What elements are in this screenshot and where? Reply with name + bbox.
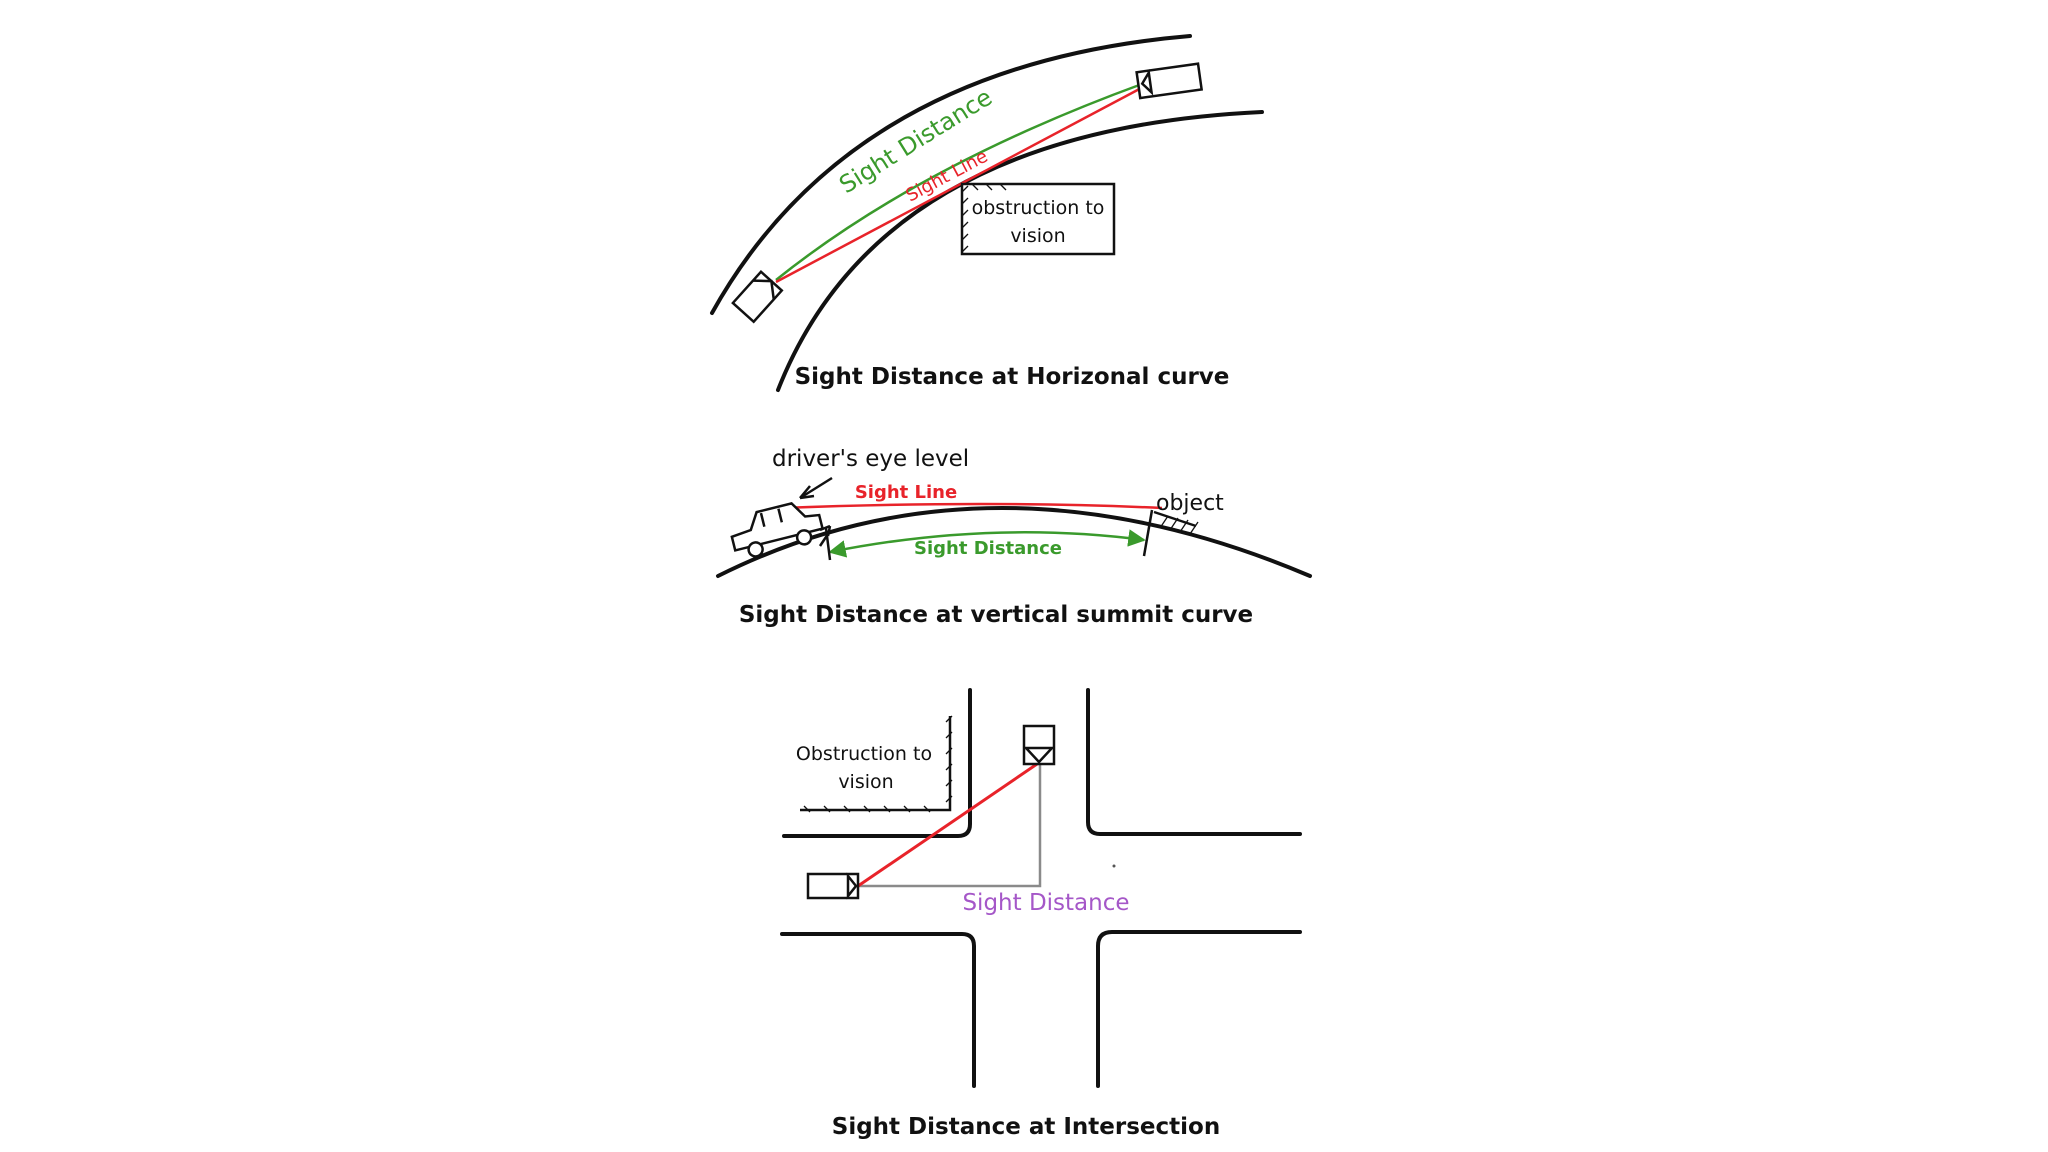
centre-dot	[1112, 864, 1116, 868]
car-bottom-left	[731, 270, 784, 324]
summit-sight-line	[781, 502, 1163, 510]
summit-car	[730, 502, 825, 558]
object-label: object	[1156, 491, 1224, 516]
intersection-sight-distance-legs	[858, 760, 1042, 888]
obstruction-box: obstruction to vision	[960, 182, 1116, 256]
road-corner-bottom-right	[1096, 930, 1302, 1088]
eye-level-arrowhead	[799, 485, 815, 500]
summit-curve-panel: driver's eye level Sight Line object Sig…	[716, 446, 1312, 628]
summit-tick-left	[824, 527, 832, 561]
obstruction-label-line2: vision	[1010, 225, 1065, 247]
summit-curve-caption: Sight Distance at vertical summit curve	[739, 602, 1253, 628]
wheel	[795, 529, 813, 546]
obstruction-hatching	[961, 183, 1007, 253]
car-top-right	[1135, 62, 1204, 100]
horizontal-curve-panel: obstruction to vision Sight Distance Sig…	[710, 34, 1264, 392]
horizontal-curve-caption: Sight Distance at Horizonal curve	[795, 364, 1230, 390]
summit-sight-distance-label: Sight Distance	[914, 538, 1062, 559]
height-pointer	[818, 533, 830, 547]
summit-road-surface	[716, 506, 1312, 578]
outer-road-edge	[710, 34, 1192, 315]
sight-distance-arc	[775, 82, 1143, 281]
intersection-obstruction: Obstruction to vision	[796, 715, 953, 813]
wheel	[747, 541, 764, 558]
intersection-sight-distance-label: Sight Distance	[962, 890, 1129, 916]
road-corner-top-left	[782, 688, 972, 838]
car-north	[1022, 724, 1056, 766]
height-arrowhead	[819, 524, 832, 537]
sight-line	[775, 84, 1146, 284]
intersection-sight-line	[857, 760, 1041, 888]
eye-level-label: driver's eye level	[772, 446, 969, 472]
car-west	[806, 872, 860, 900]
eye-level-pointer	[799, 476, 833, 500]
summit-sight-distance-arrow	[828, 529, 1146, 558]
intersection-obstruction-line1: Obstruction to	[796, 743, 932, 765]
intersection-caption: Sight Distance at Intersection	[832, 1114, 1220, 1140]
intersection-panel: Obstruction to vision Sight Distance Sig…	[780, 688, 1302, 1140]
road-corner-bottom-left	[780, 932, 976, 1088]
summit-tick-right	[1142, 509, 1154, 557]
summit-sight-line-label: Sight Line	[855, 482, 957, 503]
intersection-obstruction-line2: vision	[838, 771, 893, 793]
road-corner-top-right	[1086, 688, 1302, 836]
summit-object	[1153, 510, 1199, 535]
obstruction-label-line1: obstruction to	[972, 197, 1105, 219]
